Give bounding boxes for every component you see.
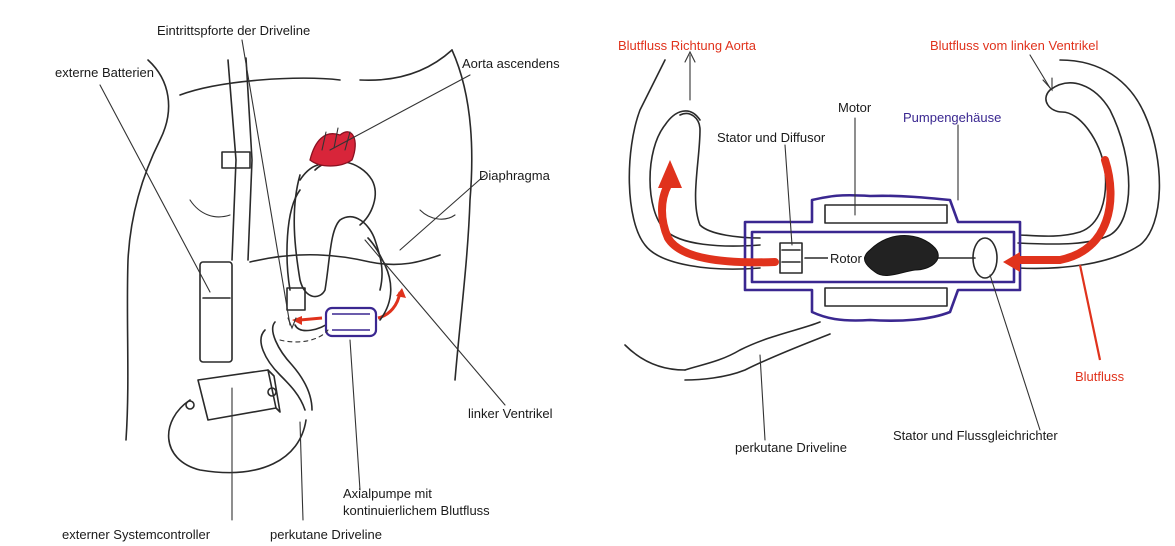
leader-lines-left xyxy=(100,40,505,520)
heart xyxy=(294,128,382,297)
driveline-left xyxy=(261,322,328,410)
label-stator-und-flussgleichrichter: Stator und Flussgleichrichter xyxy=(893,428,1058,443)
label-blutfluss-richtung-aorta: Blutfluss Richtung Aorta xyxy=(618,38,756,53)
label-stator-und-diffusor: Stator und Diffusor xyxy=(717,130,825,145)
label-blutfluss-vom-linken-ventrikel: Blutfluss vom linken Ventrikel xyxy=(930,38,1098,53)
label-pumpengehaeuse: Pumpengehäuse xyxy=(903,110,1001,125)
label-linker-ventrikel: linker Ventrikel xyxy=(468,406,553,421)
label-diaphragma: Diaphragma xyxy=(479,168,550,183)
battery-strap xyxy=(222,58,252,260)
label-aorta-ascendens: Aorta ascendens xyxy=(462,56,560,71)
label-eintrittspforte: Eintrittspforte der Driveline xyxy=(157,23,310,38)
label-axialpumpe-line2: kontinuierlichem Blutfluss xyxy=(343,503,490,518)
label-axialpumpe-line1: Axialpumpe mit xyxy=(343,486,432,501)
label-externer-systemcontroller: externer Systemcontroller xyxy=(62,527,210,542)
axial-pump-left xyxy=(292,238,406,336)
label-perkutane-driveline-right: perkutane Driveline xyxy=(735,440,847,455)
outflow-cannula xyxy=(629,60,760,269)
label-externe-batterien: externe Batterien xyxy=(55,65,154,80)
label-motor: Motor xyxy=(838,100,871,115)
torso-outline xyxy=(126,50,472,440)
controller-box xyxy=(169,370,306,473)
inflow-cannula xyxy=(1018,60,1159,268)
label-perkutane-driveline-left: perkutane Driveline xyxy=(270,527,382,542)
battery-pack xyxy=(200,262,232,362)
label-blutfluss: Blutfluss xyxy=(1075,369,1124,384)
driveline-right xyxy=(625,322,830,380)
label-rotor: Rotor xyxy=(828,251,864,266)
pump-internals xyxy=(780,236,997,279)
